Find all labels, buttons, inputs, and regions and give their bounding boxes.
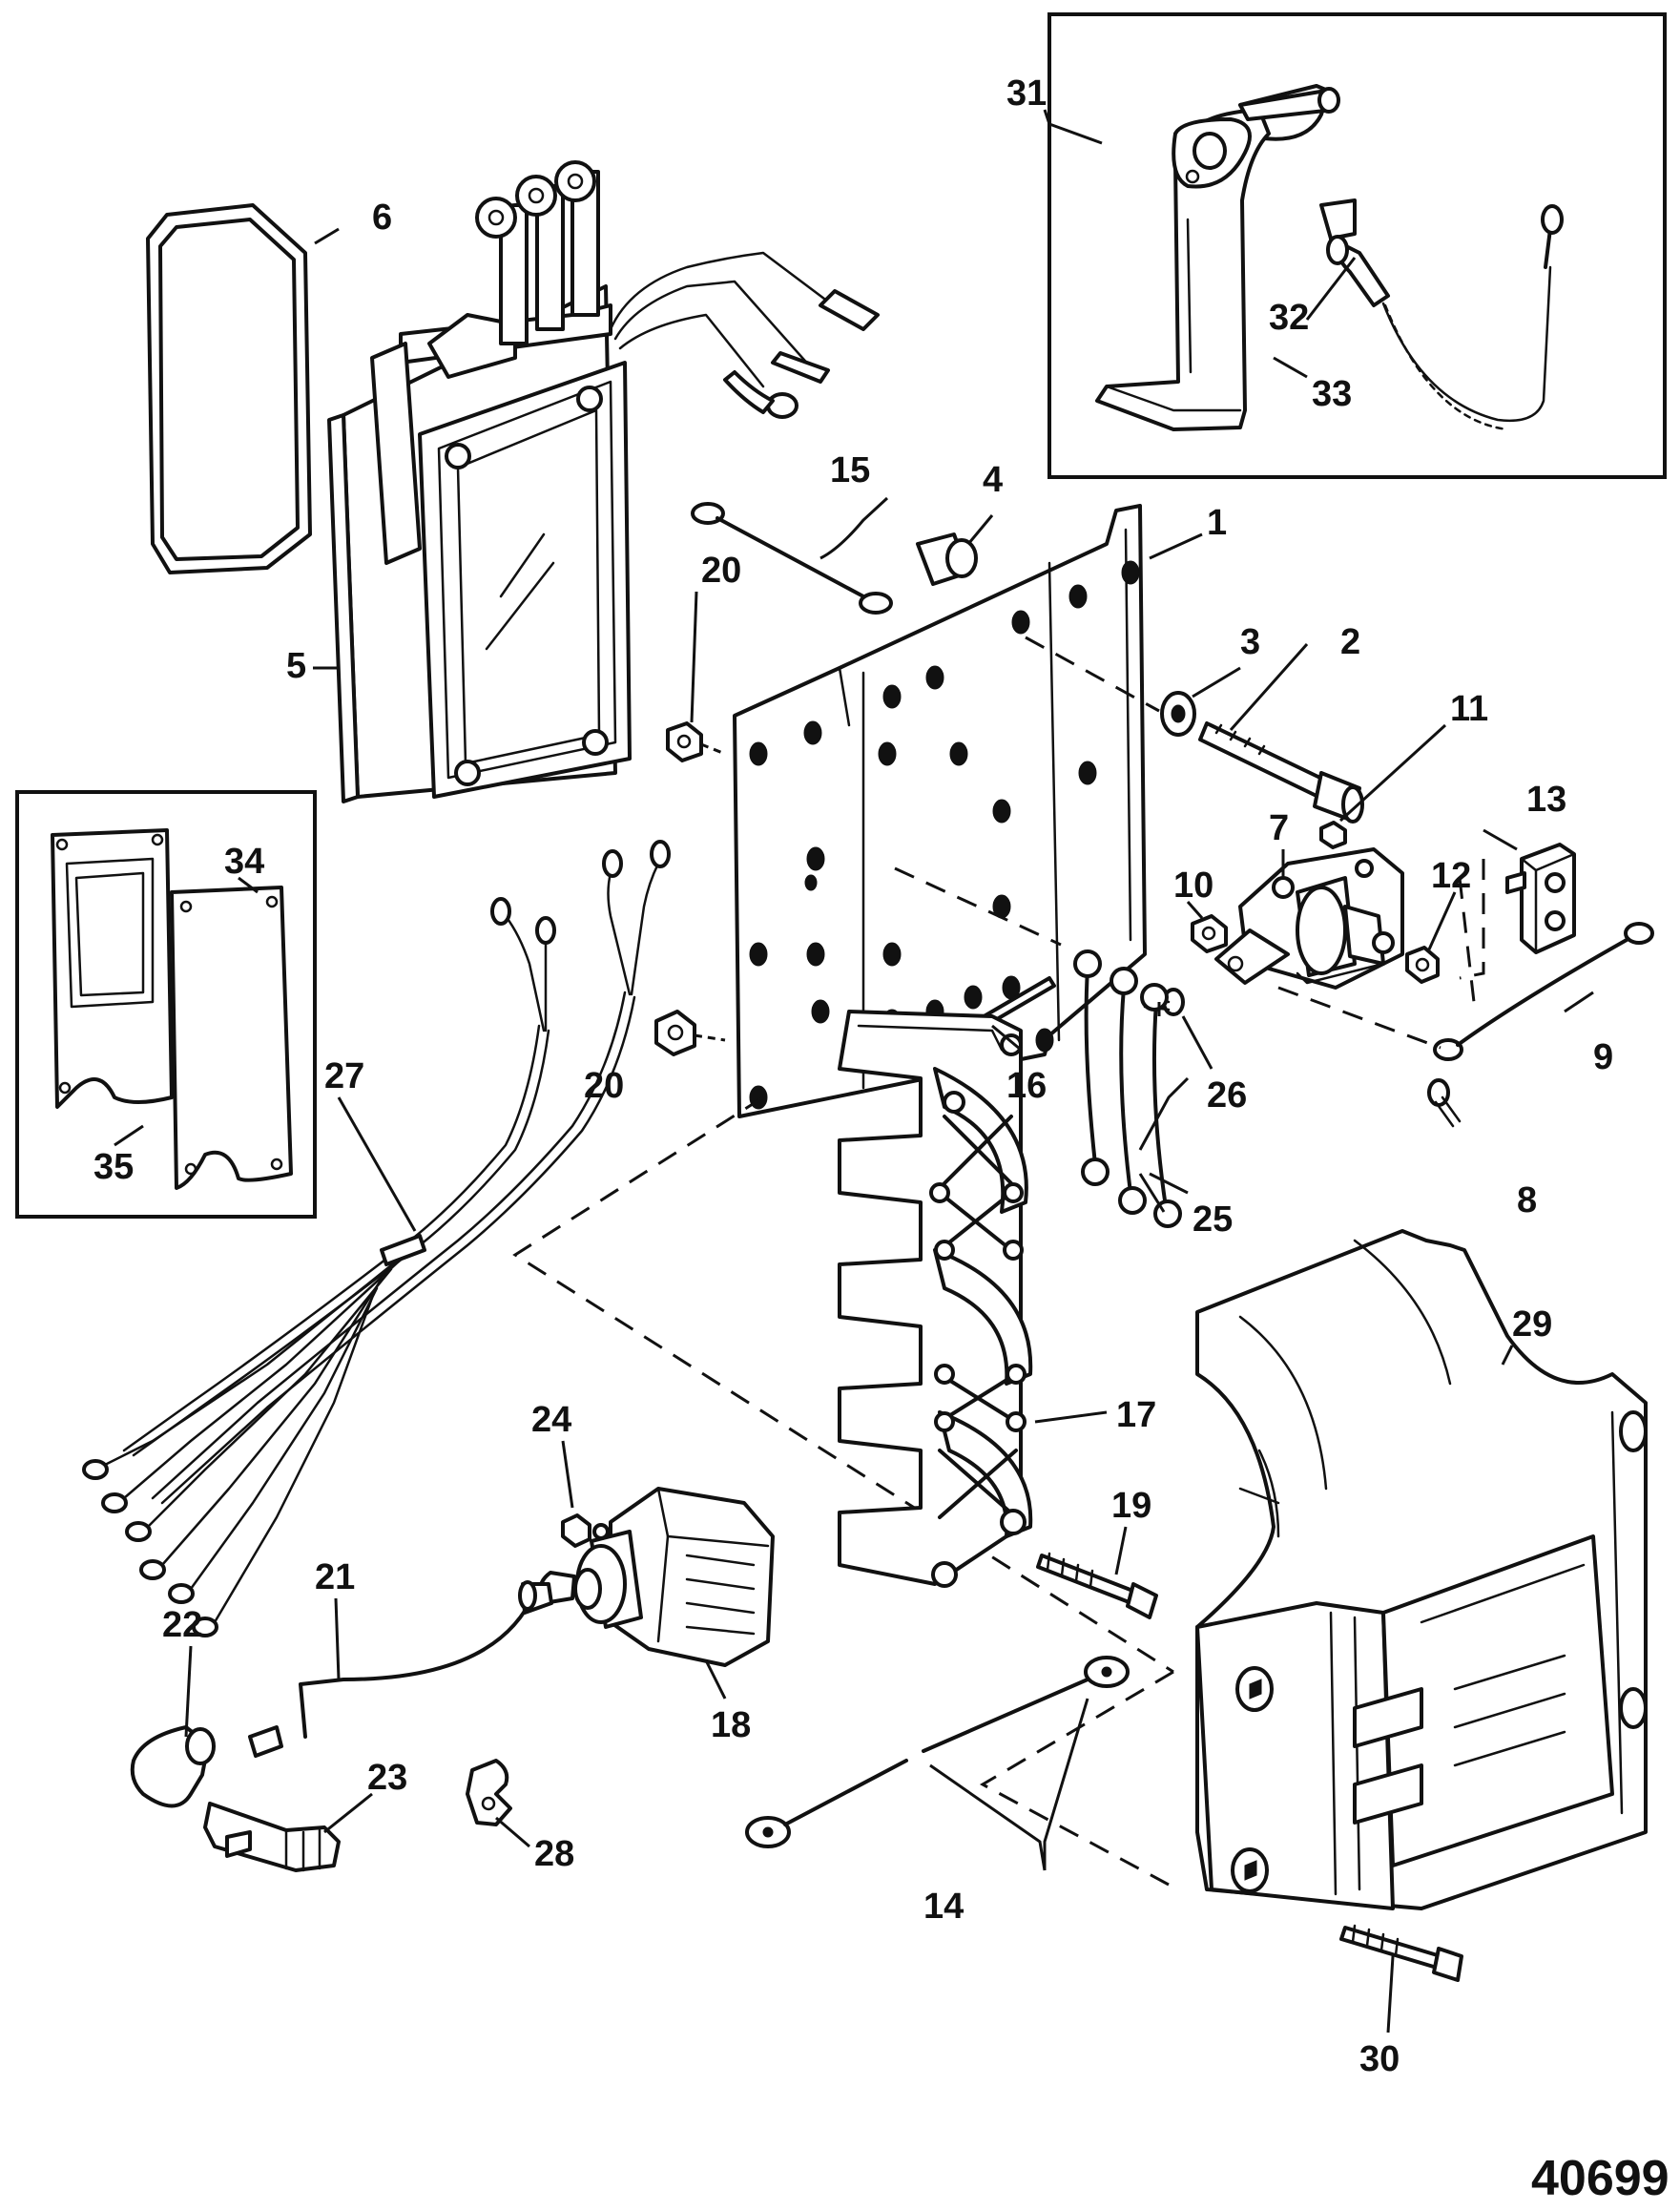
callout-10: 10 <box>1173 866 1213 906</box>
terminal-block-part-13 <box>1459 843 1576 980</box>
figure-number: 40699 <box>1531 2151 1670 2206</box>
ground-wire-part-15 <box>691 502 893 615</box>
callout-8: 8 <box>1517 1180 1537 1220</box>
callout-16: 16 <box>1006 1066 1047 1106</box>
callout-30: 30 <box>1359 2039 1400 2079</box>
wire-harness-part-27 <box>82 840 671 1637</box>
callout-7: 7 <box>1269 808 1289 848</box>
callout-20-upper: 20 <box>701 551 741 591</box>
jumper-wire-part-9 <box>1277 922 1654 1061</box>
callout-12: 12 <box>1431 856 1471 896</box>
high-tension-lead-part-21 <box>248 1580 553 1758</box>
callout-26: 26 <box>1207 1075 1247 1116</box>
seal-part-6 <box>146 203 312 574</box>
callout-9: 9 <box>1593 1037 1613 1077</box>
callout-20-lower: 20 <box>584 1066 624 1106</box>
callout-6: 6 <box>372 198 392 238</box>
ground-lead-part-14 <box>745 1656 1130 1848</box>
callout-labels: 1 2 3 4 5 6 7 8 9 10 11 12 13 14 15 16 1… <box>93 73 1613 2079</box>
assembly-guide-line <box>512 1095 1174 1674</box>
callout-34: 34 <box>224 842 264 882</box>
bolt-part-2 <box>1198 721 1364 824</box>
callout-5: 5 <box>286 646 306 686</box>
mounting-plate-part-1 <box>733 504 1147 1118</box>
callout-22: 22 <box>162 1605 202 1645</box>
assembly-guide-line <box>979 1670 1174 1887</box>
callout-15: 15 <box>830 450 870 490</box>
callout-28: 28 <box>534 1834 574 1874</box>
callout-19: 19 <box>1111 1486 1151 1526</box>
sensor-part-32 <box>1319 198 1564 431</box>
screw-part-30 <box>1339 1924 1463 1982</box>
ignition-coil-part-18 <box>538 1487 775 1667</box>
screw-part-8 <box>1427 1078 1462 1128</box>
spark-plug-boot-part-22 <box>130 1725 216 1808</box>
assembly-guide-line <box>1458 877 1476 1003</box>
gasket-part-34 <box>170 886 293 1190</box>
nut-part-20-upper <box>666 721 726 762</box>
callout-2: 2 <box>1340 622 1360 662</box>
callout-17: 17 <box>1116 1395 1156 1435</box>
callout-23: 23 <box>367 1758 407 1798</box>
clip-part-28 <box>466 1759 512 1826</box>
callout-13: 13 <box>1526 780 1566 820</box>
callout-18: 18 <box>711 1705 751 1745</box>
assembly-guide-line <box>894 866 1062 947</box>
inset-gasket-box <box>15 790 317 1219</box>
callout-25: 25 <box>1193 1199 1233 1240</box>
gasket-part-35 <box>51 828 174 1109</box>
leader-lines <box>114 109 1594 2034</box>
nut-part-24 <box>561 1513 591 1548</box>
washer-part-3 <box>1160 691 1196 737</box>
screw-part-19 <box>1036 1552 1158 1619</box>
callout-1: 1 <box>1207 503 1227 543</box>
cover-part-29 <box>1195 1229 1648 1910</box>
callout-27: 27 <box>324 1056 364 1096</box>
callout-33: 33 <box>1312 374 1352 414</box>
callout-14: 14 <box>923 1887 964 1927</box>
nut-part-10 <box>1191 914 1228 953</box>
coil-bracket-part-17 <box>838 1010 1033 1588</box>
callout-35: 35 <box>93 1147 134 1187</box>
nut-part-11 <box>1319 821 1347 849</box>
callout-4: 4 <box>983 460 1003 500</box>
solenoid-part-7 <box>1214 847 1404 990</box>
callout-24: 24 <box>531 1400 571 1440</box>
inset-bracket-box <box>1047 12 1667 479</box>
callout-32: 32 <box>1269 298 1309 338</box>
callout-29: 29 <box>1512 1304 1552 1345</box>
spacer-part-4 <box>916 532 978 586</box>
nut-part-12 <box>1405 946 1440 984</box>
bracket-part-33 <box>1095 84 1340 431</box>
callout-3: 3 <box>1240 622 1260 662</box>
ignition-module-part-5 <box>327 160 880 803</box>
callout-11: 11 <box>1450 689 1488 729</box>
callout-21: 21 <box>315 1557 355 1597</box>
spark-plug-part-23 <box>203 1802 341 1872</box>
nut-part-20-lower <box>654 1010 726 1056</box>
assembly-guide-line <box>1025 636 1160 713</box>
callout-31: 31 <box>1006 73 1047 114</box>
